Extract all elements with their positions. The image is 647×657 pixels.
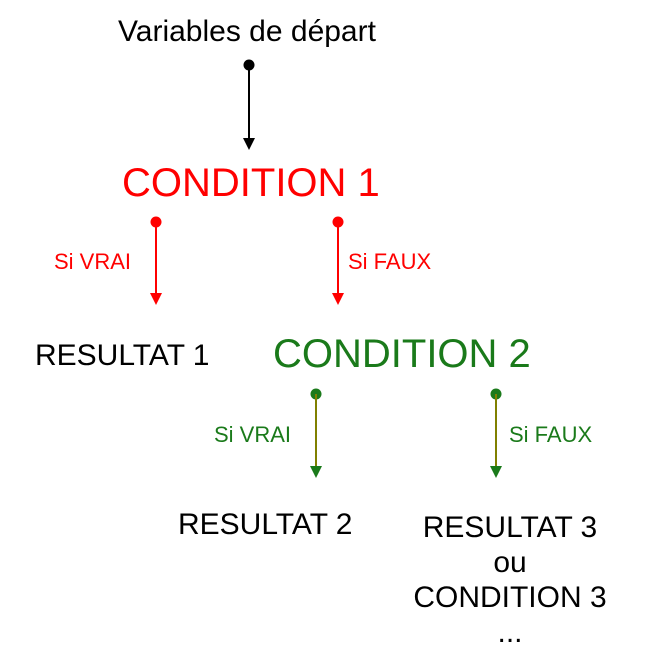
condition2-false-arrow <box>490 388 502 478</box>
condition1-true-arrow <box>150 216 162 305</box>
condition1-false-arrow <box>332 216 344 305</box>
start-arrow <box>243 59 255 150</box>
result3-line4: ... <box>497 616 523 649</box>
result2-label: RESULTAT 2 <box>178 508 353 541</box>
result1-label: RESULTAT 1 <box>35 339 210 372</box>
condition1-false-label: Si FAUX <box>348 249 432 274</box>
result3-line3: CONDITION 3 <box>413 581 607 614</box>
condition1-label: CONDITION 1 <box>122 161 380 205</box>
start-label: Variables de départ <box>118 15 376 48</box>
result3-block: RESULTAT 3 ou CONDITION 3 ... <box>405 510 615 650</box>
condition2-true-label: Si VRAI <box>214 422 292 447</box>
result3-line2: ou <box>493 546 527 579</box>
condition2-label: CONDITION 2 <box>273 332 531 376</box>
result3-line1: RESULTAT 3 <box>422 511 598 544</box>
condition2-true-arrow <box>310 388 322 478</box>
condition1-true-label: Si VRAI <box>54 249 132 274</box>
condition2-false-label: Si FAUX <box>509 422 593 447</box>
